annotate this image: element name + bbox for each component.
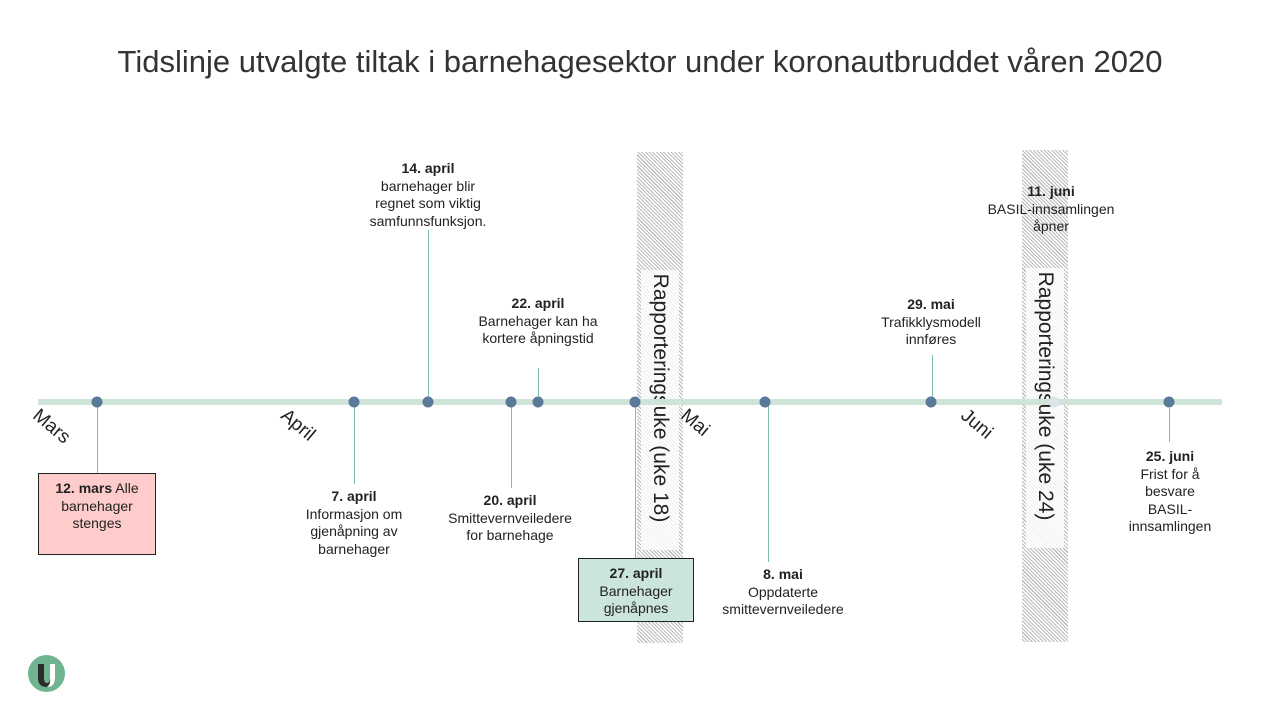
event-dot <box>532 396 544 408</box>
event-11-juni: 11. juni BASIL-innsamlingen åpner <box>988 183 1115 236</box>
event-20-april: 20. april Smittevernveiledere for barneh… <box>448 492 572 545</box>
event-text: Alle barnehager stenges <box>61 480 139 531</box>
logo-icon <box>28 655 65 692</box>
band-label: Rapporteringsuke (uke 18) <box>649 273 672 522</box>
event-dot <box>1048 396 1060 408</box>
event-14-april: 14. april barnehager blir regnet som vik… <box>370 160 487 230</box>
month-label: Mars <box>28 405 75 449</box>
event-date: 25. juni <box>1145 448 1195 464</box>
slide-title: Tidslinje utvalgte tiltak i barnehagesek… <box>117 44 1163 79</box>
event-box-12-mars: 12. mars Alle barnehager stenges <box>38 473 156 555</box>
event-date: 7. april <box>331 488 377 504</box>
event-dot <box>925 396 937 408</box>
event-text: Oppdaterte smittevernveiledere <box>722 583 844 618</box>
event-dot <box>91 396 103 408</box>
event-text: Frist for å besvare BASIL-innsamlingen <box>1128 465 1212 535</box>
event-date: 22. april <box>511 295 565 311</box>
event-date: 12. mars <box>55 480 113 496</box>
event-text: barnehager blir regnet som viktig samfun… <box>369 177 487 229</box>
event-box-27-april: 27. april Barnehager gjenåpnes <box>578 558 694 622</box>
event-text: Informasjon om gjenåpning av barnehager <box>305 505 403 557</box>
event-dot <box>422 396 434 408</box>
event-22-april: 22. april Barnehager kan ha kortere åpni… <box>478 295 597 348</box>
event-dot <box>505 396 517 408</box>
event-8-mai: 8. mai Oppdaterte smittevernveiledere <box>722 566 843 619</box>
event-dot <box>629 396 641 408</box>
event-date: 8. mai <box>763 566 803 582</box>
reporting-week-band-24: Rapporteringsuke (uke 24) <box>1022 150 1068 642</box>
event-date: 11. juni <box>1027 183 1075 199</box>
event-29-mai: 29. mai Trafikklysmodell innføres <box>881 296 981 349</box>
event-25-juni: 25. juni Frist for å besvare BASIL-innsa… <box>1115 448 1225 536</box>
event-7-april: 7. april Informasjon om gjenåpning av ba… <box>306 488 402 558</box>
month-label: Juni <box>956 405 997 444</box>
event-text: Barnehager gjenåpnes <box>599 582 673 617</box>
event-text: Trafikklysmodell innføres <box>881 313 981 348</box>
event-date: 14. april <box>401 160 455 176</box>
event-text: BASIL-innsamlingen åpner <box>987 200 1115 235</box>
month-label: April <box>276 405 320 446</box>
event-dot <box>759 396 771 408</box>
event-text: Smittevernveiledere for barnehage <box>448 509 572 544</box>
event-text: Barnehager kan ha kortere åpningstid <box>478 312 598 347</box>
event-dot <box>1163 396 1175 408</box>
event-date: 20. april <box>483 492 537 508</box>
event-date: 29. mai <box>907 296 955 312</box>
event-dot <box>348 396 360 408</box>
event-date: 27. april <box>609 565 663 581</box>
